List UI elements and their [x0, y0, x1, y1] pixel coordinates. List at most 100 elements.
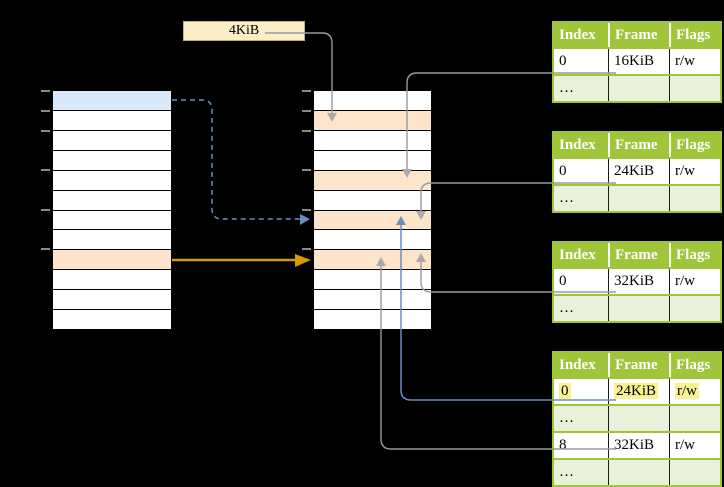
- table-header-row: Index Frame Flags: [554, 133, 720, 157]
- orange-arrow-left-row8-to-right-row8: [172, 254, 311, 267]
- page-size-label-text: 4KiB: [228, 23, 260, 38]
- table-row-highlighted: 0 24KiB r/w: [554, 377, 720, 404]
- left-memory-row-0: [53, 91, 171, 111]
- cell-index: …: [559, 464, 574, 480]
- address-tick: [302, 169, 311, 171]
- highlighted-flags-value: r/w: [675, 383, 699, 399]
- cell-frame: 32KiB: [608, 433, 669, 458]
- left-memory-array: [41, 90, 172, 331]
- cell-frame: [608, 186, 669, 211]
- column-header-frame: Frame: [608, 243, 669, 267]
- right-memory-row-3: [314, 150, 431, 171]
- right-memory-array: [302, 90, 432, 331]
- page-table-3: Index Frame Flags 0 32KiB r/w …: [552, 241, 722, 323]
- cell-index: 0: [559, 53, 567, 69]
- address-tick: [302, 130, 311, 132]
- table-row: 0 32KiB r/w: [554, 267, 720, 294]
- arrowhead-right-icon: [295, 254, 311, 267]
- cell-index: …: [559, 80, 574, 96]
- left-memory-row-7: [53, 230, 171, 251]
- cell-index: 0: [559, 163, 567, 179]
- left-memory-row-3: [53, 150, 171, 171]
- left-memory-row-5: [53, 190, 171, 211]
- cell-frame: 16KiB: [608, 49, 669, 74]
- cell-index: …: [559, 300, 574, 316]
- cell-frame: [608, 406, 669, 431]
- right-memory-row-11: [314, 310, 431, 331]
- table-row: 0 16KiB r/w: [554, 47, 720, 74]
- left-memory-row-8: [53, 250, 171, 271]
- cell-frame: [608, 296, 669, 321]
- highlighted-frame-value: 24KiB: [614, 383, 659, 399]
- table-header-row: Index Frame Flags: [554, 353, 720, 377]
- page-size-label: 4KiB: [183, 21, 305, 41]
- table-row-ellipsis: …: [554, 458, 720, 485]
- address-tick: [302, 248, 311, 250]
- right-memory-row-0: [314, 91, 431, 111]
- table-row: 0 24KiB r/w: [554, 157, 720, 184]
- address-tick: [302, 110, 311, 112]
- right-memory-row-5: [314, 190, 431, 211]
- address-tick: [41, 130, 50, 132]
- cell-flags: [669, 296, 720, 321]
- cell-flags: r/w: [669, 433, 720, 458]
- address-tick: [302, 209, 311, 211]
- column-header-flags: Flags: [669, 23, 720, 47]
- address-tick: [41, 90, 50, 92]
- cell-frame: 24KiB: [608, 379, 669, 404]
- table-row-ellipsis: …: [554, 74, 720, 101]
- cell-frame: 32KiB: [608, 269, 669, 294]
- address-tick: [41, 110, 50, 112]
- right-memory-row-8: [314, 250, 431, 271]
- dashed-arrow-left-row0-to-right-row6: [172, 99, 310, 225]
- cell-frame: [608, 460, 669, 485]
- cell-index: 0: [559, 273, 567, 289]
- column-header-frame: Frame: [608, 23, 669, 47]
- address-tick: [41, 209, 50, 211]
- arrowhead-right-icon: [300, 214, 310, 225]
- column-header-index: Index: [559, 357, 596, 373]
- address-tick: [302, 90, 311, 92]
- column-header-index: Index: [559, 247, 596, 263]
- left-memory-row-1: [53, 110, 171, 131]
- page-table-4: Index Frame Flags 0 24KiB r/w … 8 32KiB …: [552, 351, 722, 487]
- cell-flags: r/w: [669, 269, 720, 294]
- cell-frame: 24KiB: [608, 159, 669, 184]
- table-header-row: Index Frame Flags: [554, 23, 720, 47]
- column-header-index: Index: [559, 27, 596, 43]
- address-tick: [41, 169, 50, 171]
- left-memory-row-4: [53, 170, 171, 191]
- column-header-frame: Frame: [608, 353, 669, 377]
- table-row-ellipsis: …: [554, 184, 720, 211]
- right-memory-row-9: [314, 270, 431, 291]
- table-header-row: Index Frame Flags: [554, 243, 720, 267]
- cell-index: …: [559, 190, 574, 206]
- right-memory-row-7: [314, 230, 431, 251]
- right-memory-row-2: [314, 130, 431, 151]
- cell-flags: [669, 406, 720, 431]
- right-memory-row-10: [314, 290, 431, 311]
- left-memory-row-6: [53, 210, 171, 231]
- cell-flags: [669, 76, 720, 101]
- right-memory-row-6: [314, 210, 431, 231]
- column-header-flags: Flags: [669, 133, 720, 157]
- cell-index: …: [559, 410, 574, 426]
- left-memory-row-2: [53, 130, 171, 151]
- column-header-index: Index: [559, 137, 596, 153]
- column-header-flags: Flags: [669, 353, 720, 377]
- left-memory-row-9: [53, 270, 171, 291]
- right-memory-row-1: [314, 110, 431, 131]
- page-table-1: Index Frame Flags 0 16KiB r/w …: [552, 21, 722, 103]
- table-row-ellipsis: …: [554, 404, 720, 431]
- cell-flags: [669, 460, 720, 485]
- cell-index: 0: [554, 379, 608, 404]
- table-row: 8 32KiB r/w: [554, 431, 720, 458]
- cell-flags: r/w: [669, 379, 720, 404]
- column-header-flags: Flags: [669, 243, 720, 267]
- column-header-frame: Frame: [608, 133, 669, 157]
- cell-flags: [669, 186, 720, 211]
- left-memory-row-11: [53, 310, 171, 331]
- highlighted-index-value: 0: [559, 383, 571, 399]
- cell-frame: [608, 76, 669, 101]
- dashed-arrow-line: [172, 99, 300, 220]
